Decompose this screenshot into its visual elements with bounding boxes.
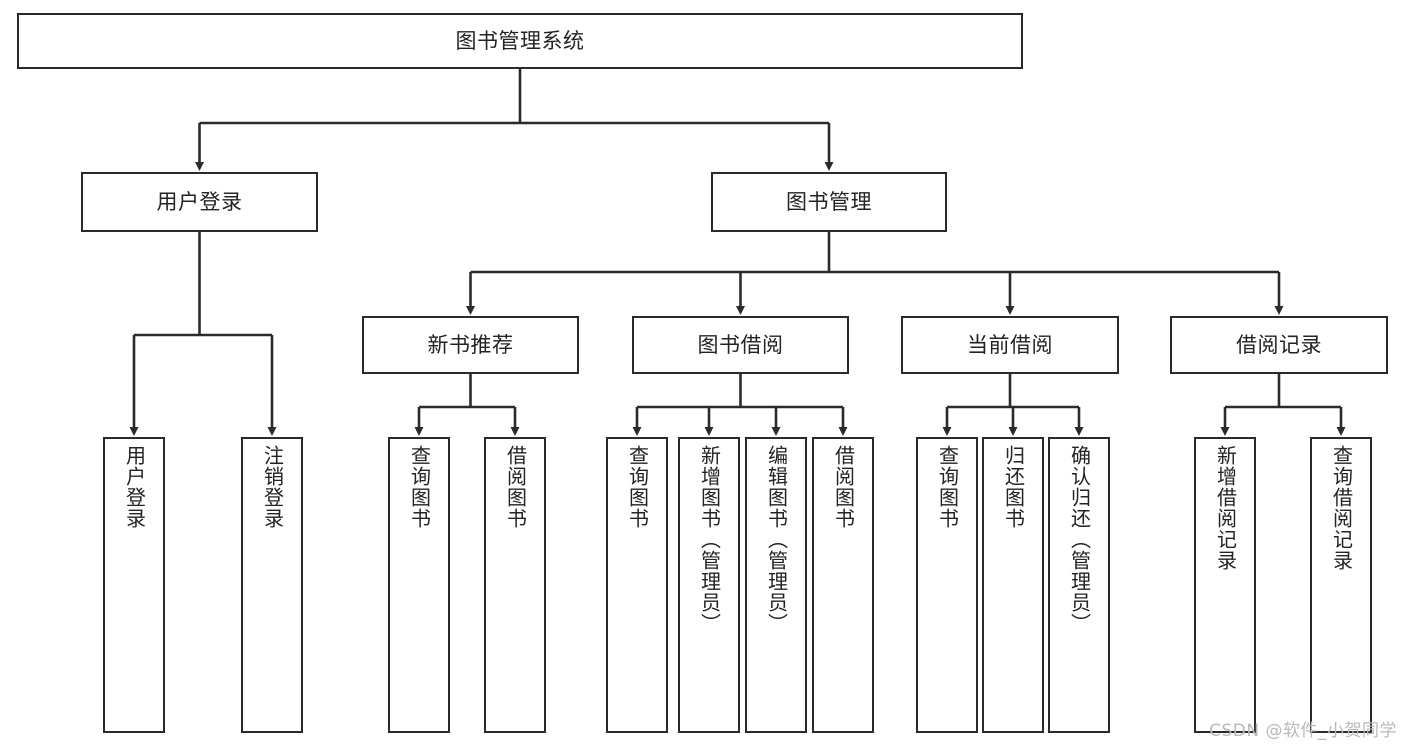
node-book-manage[interactable]: 图书管理 xyxy=(711,172,947,232)
node-label: 查询图书 xyxy=(625,445,650,529)
node-leaf-query-book-2[interactable]: 查询图书 xyxy=(606,437,668,733)
node-leaf-borrow-book-1[interactable]: 借阅图书 xyxy=(484,437,546,733)
node-book-borrow[interactable]: 图书借阅 xyxy=(632,316,849,374)
node-root[interactable]: 图书管理系统 xyxy=(17,13,1023,69)
node-label: 图书管理 xyxy=(786,189,872,214)
node-label: 归还图书 xyxy=(1001,445,1026,529)
node-leaf-user-login[interactable]: 用户登录 xyxy=(103,437,165,733)
node-leaf-add-record[interactable]: 新增借阅记录 xyxy=(1194,437,1256,733)
node-label: 新增借阅记录 xyxy=(1213,445,1238,571)
node-leaf-query-record[interactable]: 查询借阅记录 xyxy=(1310,437,1372,733)
watermark-label: CSDN @软件_小贺同学 xyxy=(1209,721,1397,741)
node-label: 当前借阅 xyxy=(967,332,1053,357)
node-label: 用户登录 xyxy=(122,445,147,529)
node-label: 新书推荐 xyxy=(427,332,514,357)
node-new-book-recommend[interactable]: 新书推荐 xyxy=(362,316,579,374)
node-leaf-add-book[interactable]: 新增图书（管理员） xyxy=(678,437,740,733)
node-label: 用户登录 xyxy=(156,189,243,214)
node-label: 借阅记录 xyxy=(1236,332,1322,357)
node-label: 注销登录 xyxy=(260,445,285,529)
node-borrow-record[interactable]: 借阅记录 xyxy=(1170,316,1388,374)
node-label: 借阅图书 xyxy=(831,445,856,529)
node-label: 新增图书（管理员） xyxy=(697,445,722,634)
node-label: 借阅图书 xyxy=(503,445,528,529)
node-current-borrow[interactable]: 当前借阅 xyxy=(901,316,1119,374)
node-label: 图书管理系统 xyxy=(455,28,585,53)
node-leaf-query-book-1[interactable]: 查询图书 xyxy=(388,437,450,733)
connector-edges xyxy=(129,69,1346,436)
node-user-login[interactable]: 用户登录 xyxy=(81,172,318,232)
node-label: 确认归还（管理员） xyxy=(1067,445,1092,634)
node-leaf-confirm-return[interactable]: 确认归还（管理员） xyxy=(1048,437,1110,733)
node-label: 查询借阅记录 xyxy=(1329,445,1354,571)
node-leaf-user-logout[interactable]: 注销登录 xyxy=(241,437,303,733)
node-label: 编辑图书（管理员） xyxy=(764,445,789,634)
node-leaf-borrow-book-2[interactable]: 借阅图书 xyxy=(812,437,874,733)
node-label: 查询图书 xyxy=(935,445,960,529)
node-leaf-return-book[interactable]: 归还图书 xyxy=(982,437,1044,733)
node-label: 图书借阅 xyxy=(697,332,784,357)
node-leaf-edit-book[interactable]: 编辑图书（管理员） xyxy=(745,437,807,733)
node-label: 查询图书 xyxy=(407,445,432,529)
node-leaf-query-book-3[interactable]: 查询图书 xyxy=(916,437,978,733)
